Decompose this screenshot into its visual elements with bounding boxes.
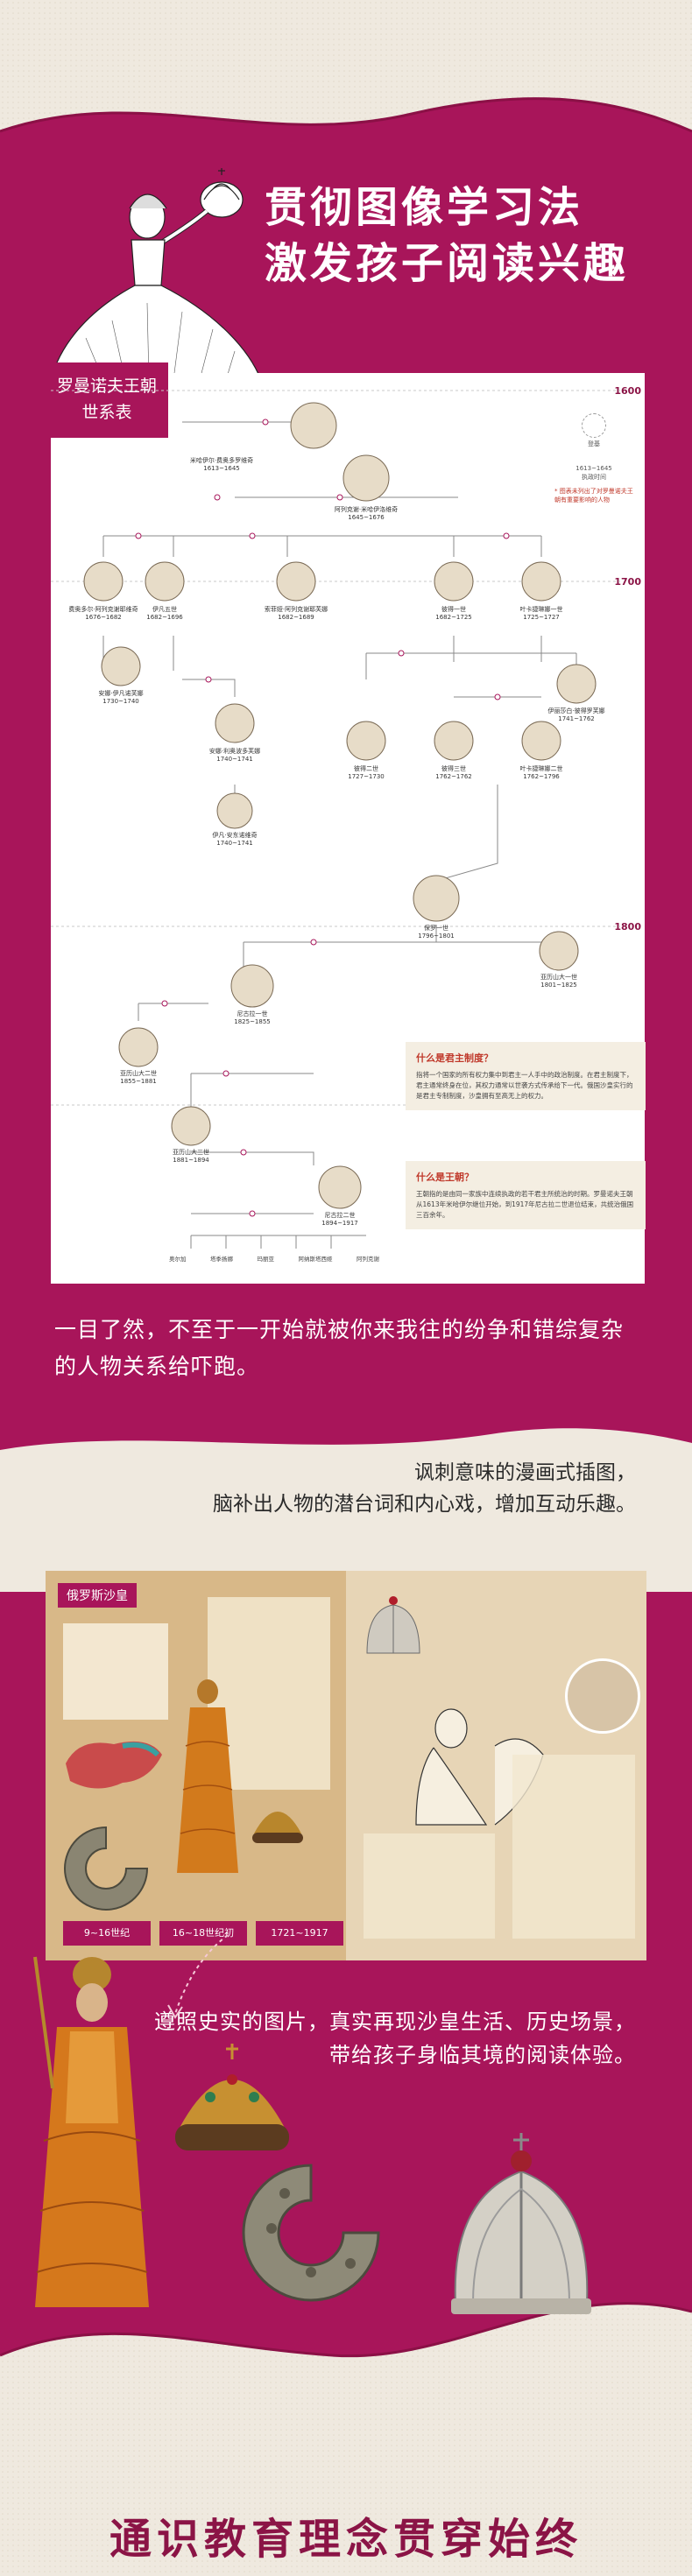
photo-caption-line2: 带给孩子身临其境的阅读体验。 bbox=[329, 2043, 636, 2067]
book-left-page: 俄罗斯沙皇 9~16世纪 16~18世纪初 1721~1917 bbox=[46, 1571, 346, 1960]
info-text: 王朝指的是由同一家族中连续执政的若干君主所统治的时期。罗曼诺夫王朝从1613年米… bbox=[416, 1190, 634, 1219]
imperial-crown-small bbox=[366, 1596, 420, 1654]
book-section-label: 俄罗斯沙皇 bbox=[58, 1583, 137, 1608]
photo-caption: 遵照史实的图片，真实再现沙皇生活、历史场景， 带给孩子身临其境的阅读体验。 bbox=[154, 2005, 636, 2072]
pointer-arrow bbox=[167, 1934, 229, 2019]
imperial-crown-large bbox=[451, 2133, 591, 2314]
century-1800: 1800 bbox=[614, 921, 641, 933]
child-label: 阿纳斯塔西娅 bbox=[298, 1256, 333, 1263]
portrait-medallion bbox=[565, 1658, 640, 1734]
era-banner-2: 16~18世纪初 bbox=[159, 1921, 247, 1946]
book-intro-block bbox=[63, 1623, 168, 1720]
info-text: 指将一个国家的所有权力集中到君主一人手中的政治制度。在君主制度下，君主通常终身在… bbox=[416, 1071, 633, 1100]
empress-illustration bbox=[51, 168, 261, 381]
legend-years: 1613~1645 bbox=[575, 465, 612, 472]
info-box-monarchy: 什么是君主制度？ 指将一个国家的所有权力集中到君主一人手中的政治制度。在君主制度… bbox=[406, 1042, 646, 1110]
monomakh-cap-large bbox=[175, 2044, 289, 2150]
book-text-column-right bbox=[364, 1833, 495, 1939]
tsar-figure-large bbox=[33, 1956, 149, 2307]
cartoon-caption-line1: 讽刺意味的漫画式插图， bbox=[414, 1461, 636, 1484]
era-banner-1: 9~16世纪 bbox=[63, 1921, 151, 1946]
legend-note: * 图表未列出了对罗曼诺夫王朝有重要影响的人物 bbox=[554, 488, 633, 503]
century-1600: 1600 bbox=[614, 385, 641, 397]
info-box-dynasty: 什么是王朝？ 王朝指的是由同一家族中连续执政的若干君主所统治的时期。罗曼诺夫王朝… bbox=[406, 1161, 646, 1229]
era-banner-3: 1721~1917 bbox=[256, 1921, 343, 1946]
children-row: 奥尔加 塔季扬娜 玛丽亚 阿纳斯塔西娅 阿列克谢 bbox=[169, 1254, 379, 1263]
monomakh-cap bbox=[252, 1812, 303, 1843]
tree-caption: 一目了然，不至于一开始就被你来我往的纷争和错综复杂的人物关系给吓跑。 bbox=[54, 1317, 625, 1379]
century-1700: 1700 bbox=[614, 576, 641, 588]
tree-title-tab: 罗曼诺夫王朝 世系表 bbox=[46, 362, 168, 438]
child-label: 奥尔加 bbox=[169, 1256, 187, 1263]
info-title: 什么是君主制度？ bbox=[416, 1052, 493, 1064]
headline: 贯彻图像学习法 激发孩子阅读兴趣 bbox=[265, 179, 629, 292]
legend-label: 登基 bbox=[588, 440, 600, 447]
russia-map bbox=[66, 1741, 162, 1789]
collar-large bbox=[242, 2164, 380, 2302]
tree-connectors bbox=[51, 390, 620, 1249]
child-label: 阿列克谢 bbox=[357, 1256, 379, 1263]
book-spread: 俄罗斯沙皇 9~16世纪 16~18世纪初 1721~1917 bbox=[46, 1571, 646, 1960]
cartoon-caption: 讽刺意味的漫画式插图， 脑补出人物的潜台词和内心戏，增加互动乐趣。 bbox=[213, 1457, 636, 1520]
book-right-page bbox=[346, 1571, 646, 1960]
child-label: 塔季扬娜 bbox=[210, 1256, 233, 1263]
book-text-column-right-2 bbox=[512, 1755, 635, 1939]
tree-legend: 登基 1613~1645 执政时间 * 图表未列出了对罗曼诺夫王朝有重要影响的人… bbox=[554, 413, 633, 504]
footer-title: 通识教育理念贯穿始终 bbox=[109, 2515, 583, 2564]
info-title: 什么是王朝？ bbox=[416, 1172, 474, 1183]
family-tree-panel: 罗曼诺夫王朝 世系表 1600 1700 1800 1900 登基 1613~1… bbox=[46, 362, 646, 1284]
headline-line2: 激发孩子阅读兴趣 bbox=[265, 239, 630, 288]
paper-backdrop bbox=[0, 1428, 692, 1592]
legend-sub: 执政时间 bbox=[582, 474, 606, 481]
tree-title-line2: 世系表 bbox=[81, 403, 132, 422]
child-label: 玛丽亚 bbox=[257, 1256, 275, 1263]
photo-caption-line1: 遵照史实的图片，真实再现沙皇生活、历史场景， bbox=[154, 2009, 636, 2034]
cartoon-caption-line2: 脑补出人物的潜台词和内心戏，增加互动乐趣。 bbox=[213, 1493, 636, 1516]
tsar-costume-figure bbox=[177, 1679, 238, 1873]
collar-artifact bbox=[64, 1826, 149, 1911]
headline-line1: 贯彻图像学习法 bbox=[265, 183, 584, 232]
